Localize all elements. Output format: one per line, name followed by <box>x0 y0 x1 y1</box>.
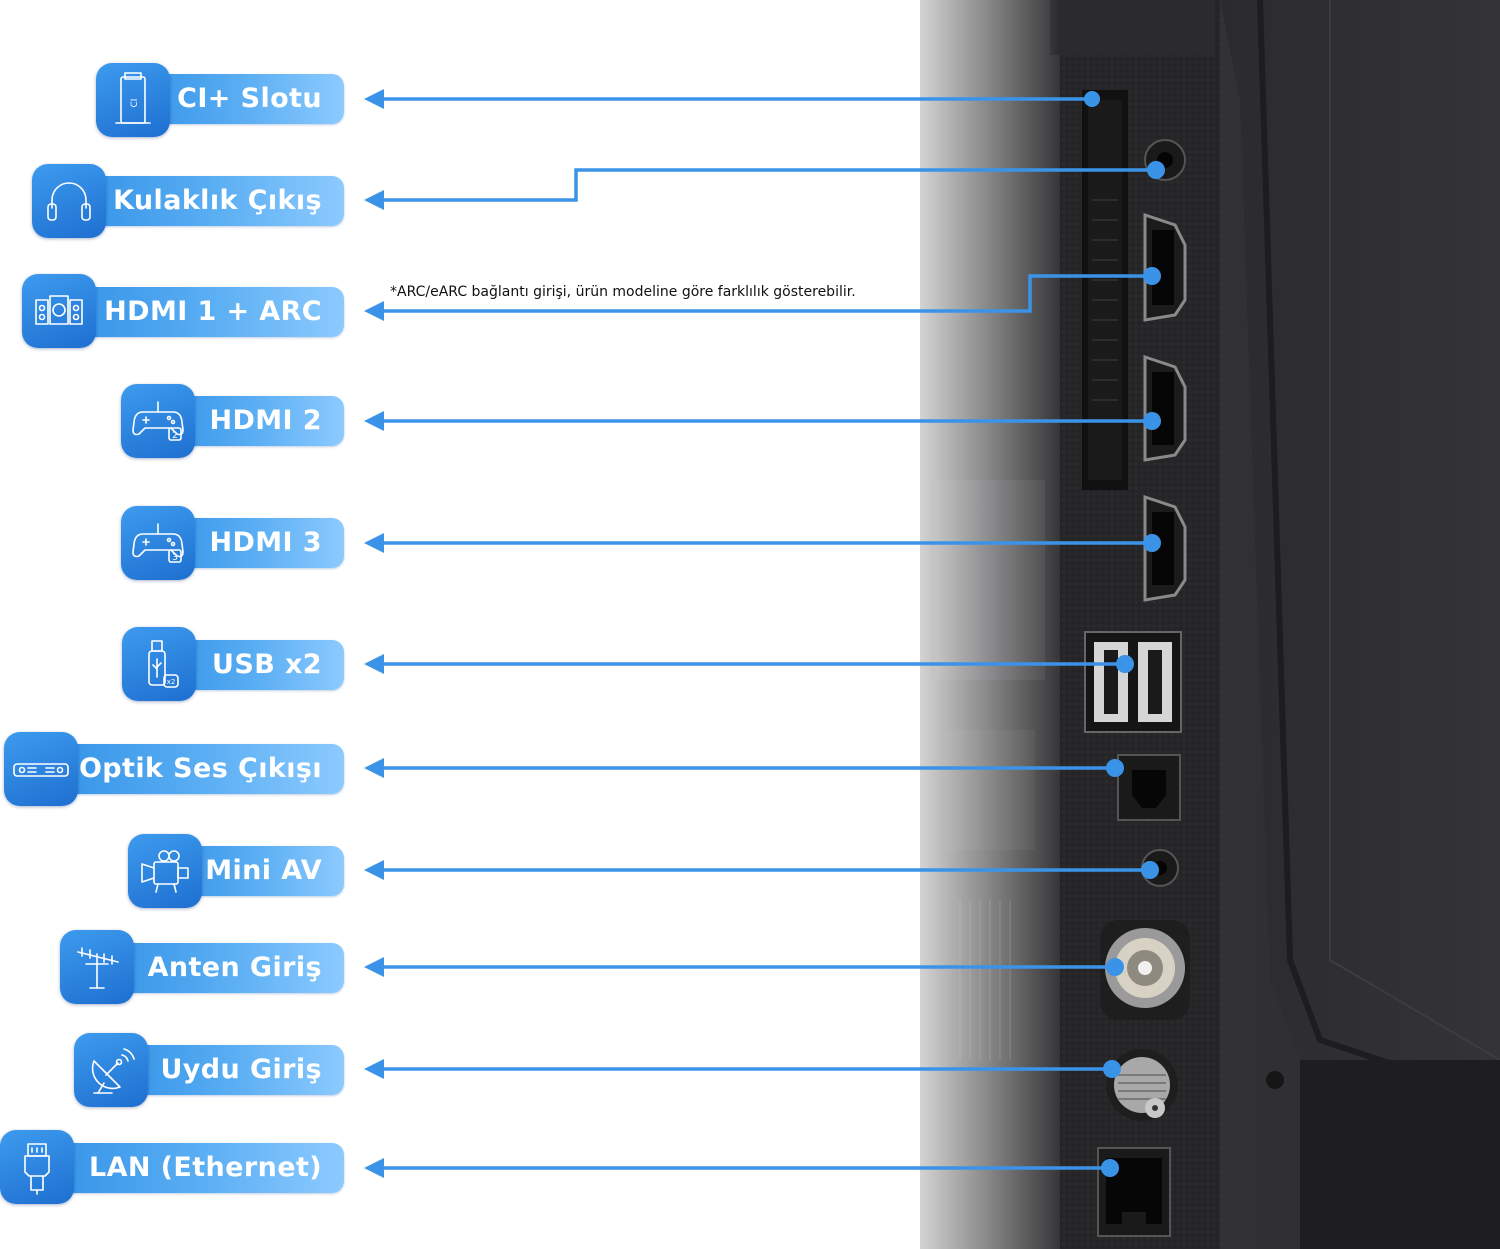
port-label-text: Uydu Giriş <box>160 1054 322 1085</box>
port-label-text: HDMI 3 <box>209 527 322 558</box>
ci-card-icon: CI <box>96 63 170 137</box>
port-label-text: USB x2 <box>212 649 322 680</box>
port-label-text: HDMI 1 + ARC <box>104 296 322 327</box>
port-label-text: Kulaklık Çıkış <box>113 185 322 216</box>
port-label-optical: Optik Ses Çıkışı <box>30 744 344 794</box>
port-label-text: LAN (Ethernet) <box>88 1152 322 1183</box>
hdmi2-badge: 2 <box>172 431 178 441</box>
gamepad-icon: 3 <box>121 506 195 580</box>
headphones-icon <box>32 164 106 238</box>
usb-drive-icon: x2 <box>122 627 196 701</box>
soundbar-icon <box>4 732 78 806</box>
port-label-text: CI+ Slotu <box>177 83 322 114</box>
usb-badge: x2 <box>167 678 176 686</box>
ethernet-icon <box>0 1130 74 1204</box>
hdmi3-badge: 3 <box>172 553 178 563</box>
port-label-text: Optik Ses Çıkışı <box>78 753 322 784</box>
speaker-system-icon <box>22 274 96 348</box>
gamepad-icon: 2 <box>121 384 195 458</box>
port-label-text: Mini AV <box>205 855 322 886</box>
port-label-text: HDMI 2 <box>209 405 322 436</box>
video-camera-icon <box>128 834 202 908</box>
port-label-hdmi1: HDMI 1 + ARC <box>48 287 344 337</box>
ci-icon-text: CI <box>130 99 140 108</box>
port-label-lan: LAN (Ethernet) <box>26 1143 344 1193</box>
antenna-icon <box>60 930 134 1004</box>
satellite-dish-icon <box>74 1033 148 1107</box>
port-label-text: Anten Giriş <box>147 952 322 983</box>
arc-note: *ARC/eARC bağlantı girişi, ürün modeline… <box>390 284 856 300</box>
